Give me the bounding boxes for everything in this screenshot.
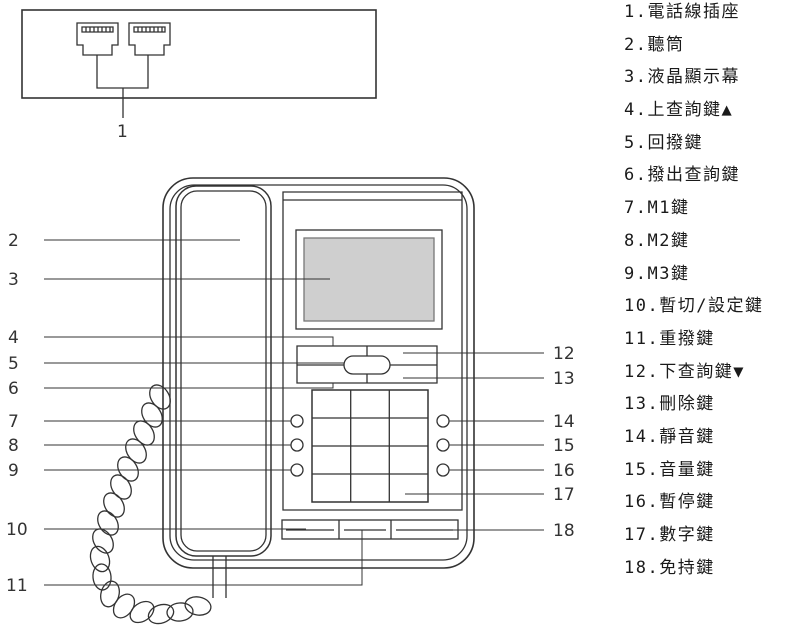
legend-item: 4.上查詢鍵▲ [624,100,734,121]
callout-8: 8 [8,436,19,456]
legend-item: 11.重撥鍵 [624,328,715,349]
right-callout-labels: 12 13 14 15 16 17 18 [553,344,575,541]
legend-item: 5.回撥鍵 [624,132,703,153]
legend-item: 15.音量鍵 [624,459,715,480]
legend-item: 16.暫停鍵 [624,492,715,513]
callout-5: 5 [8,354,19,374]
callout-15: 15 [553,436,575,456]
callout-9: 9 [8,461,19,481]
legend-item: 2.聽筒 [624,34,685,55]
side-keys [436,414,450,477]
legend-item: 6.撥出查詢鍵 [624,165,740,186]
coiled-cord [89,384,227,625]
jack-left [76,22,119,56]
callout-4: 4 [8,328,19,348]
leader-lines [44,239,544,586]
callout-6: 6 [8,379,19,399]
callout-12: 12 [553,344,575,364]
callout-10: 10 [6,520,28,540]
legend-item: 1.電話線插座 [624,2,740,22]
phone-body [162,177,475,569]
phone-line-jack-panel [21,9,377,118]
legend-item: 12.下查詢鍵▼ [624,361,745,382]
callout-7: 7 [8,412,19,432]
callout-17: 17 [553,485,575,505]
handset [175,185,272,557]
callout-2: 2 [8,231,19,251]
legend-item: 8.M2鍵 [624,230,690,251]
callout-3: 3 [8,270,19,290]
legend-item: 17.數字鍵 [624,525,715,545]
legend-item: 9.M3鍵 [624,263,690,284]
callout-11: 11 [6,576,28,596]
legend-item: 18.免持鍵 [624,557,715,578]
callout-18: 18 [553,521,575,541]
keypad [311,389,429,503]
jack-right [128,22,171,56]
callout-14: 14 [553,412,575,432]
legend-item: 7.M1鍵 [624,198,690,219]
callout-1: 1 [117,122,128,142]
memory-keys [290,414,304,477]
legend-item: 14.靜音鍵 [624,426,715,447]
parts-legend: 1.電話線插座 2.聽筒 3.液晶顯示幕 4.上查詢鍵▲ 5.回撥鍵 6.撥出查… [624,0,763,584]
callout-16: 16 [553,461,575,481]
callout-13: 13 [553,369,575,389]
legend-item: 13.刪除鍵 [624,394,715,415]
nav-cluster [296,345,438,384]
legend-item: 3.液晶顯示幕 [624,67,740,88]
legend-item: 10.暫切/設定鍵 [624,296,764,317]
left-callout-labels: 2 3 4 5 6 7 8 9 10 11 [6,231,28,596]
